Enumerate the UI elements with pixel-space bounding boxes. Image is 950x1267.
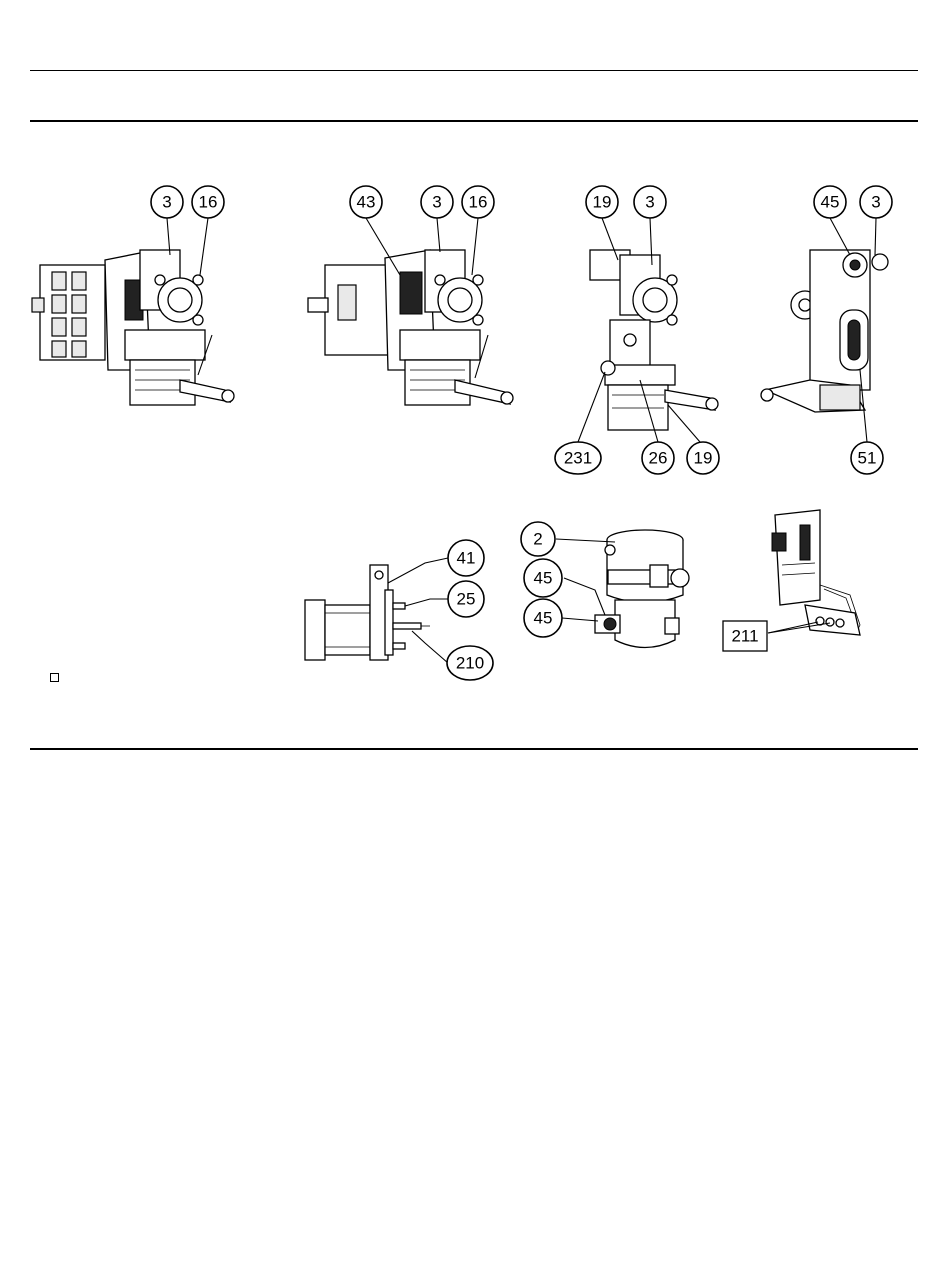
view-4-callout-1: 45 xyxy=(814,186,846,218)
svg-text:3: 3 xyxy=(871,193,880,212)
svg-text:19: 19 xyxy=(694,449,713,468)
top-rule xyxy=(30,70,918,71)
view-6-callout-1: 2 xyxy=(521,522,555,556)
view-2-drawing: 43 3 16 xyxy=(300,180,530,420)
view-5-callout-2: 25 xyxy=(448,581,484,617)
figure-view-4: 45 3 51 xyxy=(755,180,905,480)
view-1-callout-2: 16 xyxy=(192,186,224,218)
view-6-drawing: 2 45 45 xyxy=(520,520,700,665)
svg-text:43: 43 xyxy=(357,193,376,212)
view-1-drawing: 3 16 xyxy=(30,180,250,420)
svg-text:2: 2 xyxy=(533,530,542,549)
view-2-callout-2: 3 xyxy=(421,186,453,218)
figure-view-7: 211 xyxy=(720,505,870,660)
header-rule xyxy=(30,120,918,122)
view-6-callout-2: 45 xyxy=(524,559,562,597)
view-7-callout-1: 211 xyxy=(723,621,767,651)
view-4-callout-2: 3 xyxy=(860,186,892,218)
view-5-callout-1: 41 xyxy=(448,540,484,576)
svg-text:25: 25 xyxy=(457,590,476,609)
svg-text:211: 211 xyxy=(731,627,758,646)
svg-text:45: 45 xyxy=(534,569,553,588)
note-checkbox-marker xyxy=(50,673,59,682)
view-1-callout-1: 3 xyxy=(151,186,183,218)
view-2-callout-3: 16 xyxy=(462,186,494,218)
svg-text:26: 26 xyxy=(649,449,668,468)
view-3-callout-1: 19 xyxy=(586,186,618,218)
svg-text:45: 45 xyxy=(534,609,553,628)
svg-text:19: 19 xyxy=(593,193,612,212)
view-3-callout-4: 26 xyxy=(642,442,674,474)
svg-text:16: 16 xyxy=(199,193,218,212)
figure-view-5: 41 25 210 xyxy=(300,535,510,685)
figure-view-1: 3 16 xyxy=(30,180,250,420)
view-2-callout-1: 43 xyxy=(350,186,382,218)
svg-text:16: 16 xyxy=(469,193,488,212)
footer-rule xyxy=(30,748,918,750)
view-5-drawing: 41 25 210 xyxy=(300,535,510,685)
svg-text:3: 3 xyxy=(432,193,441,212)
figure-view-6: 2 45 45 xyxy=(520,520,700,665)
svg-text:3: 3 xyxy=(645,193,654,212)
view-5-callout-3: 210 xyxy=(447,646,493,680)
view-3-drawing: 19 3 231 26 19 xyxy=(550,180,740,480)
svg-text:231: 231 xyxy=(564,449,592,468)
view-4-callout-3: 51 xyxy=(851,442,883,474)
view-4-drawing: 45 3 51 xyxy=(755,180,905,480)
figure-view-2: 43 3 16 xyxy=(300,180,530,420)
svg-text:41: 41 xyxy=(457,549,476,568)
view-3-callout-5: 19 xyxy=(687,442,719,474)
view-6-callout-3: 45 xyxy=(524,599,562,637)
svg-text:51: 51 xyxy=(858,449,877,468)
svg-text:210: 210 xyxy=(456,654,484,673)
view-3-callout-2: 3 xyxy=(634,186,666,218)
figure-view-3: 19 3 231 26 19 xyxy=(550,180,740,480)
svg-text:45: 45 xyxy=(821,193,840,212)
svg-text:3: 3 xyxy=(162,193,171,212)
view-3-callout-3: 231 xyxy=(555,442,601,474)
view-7-drawing: 211 xyxy=(720,505,870,660)
